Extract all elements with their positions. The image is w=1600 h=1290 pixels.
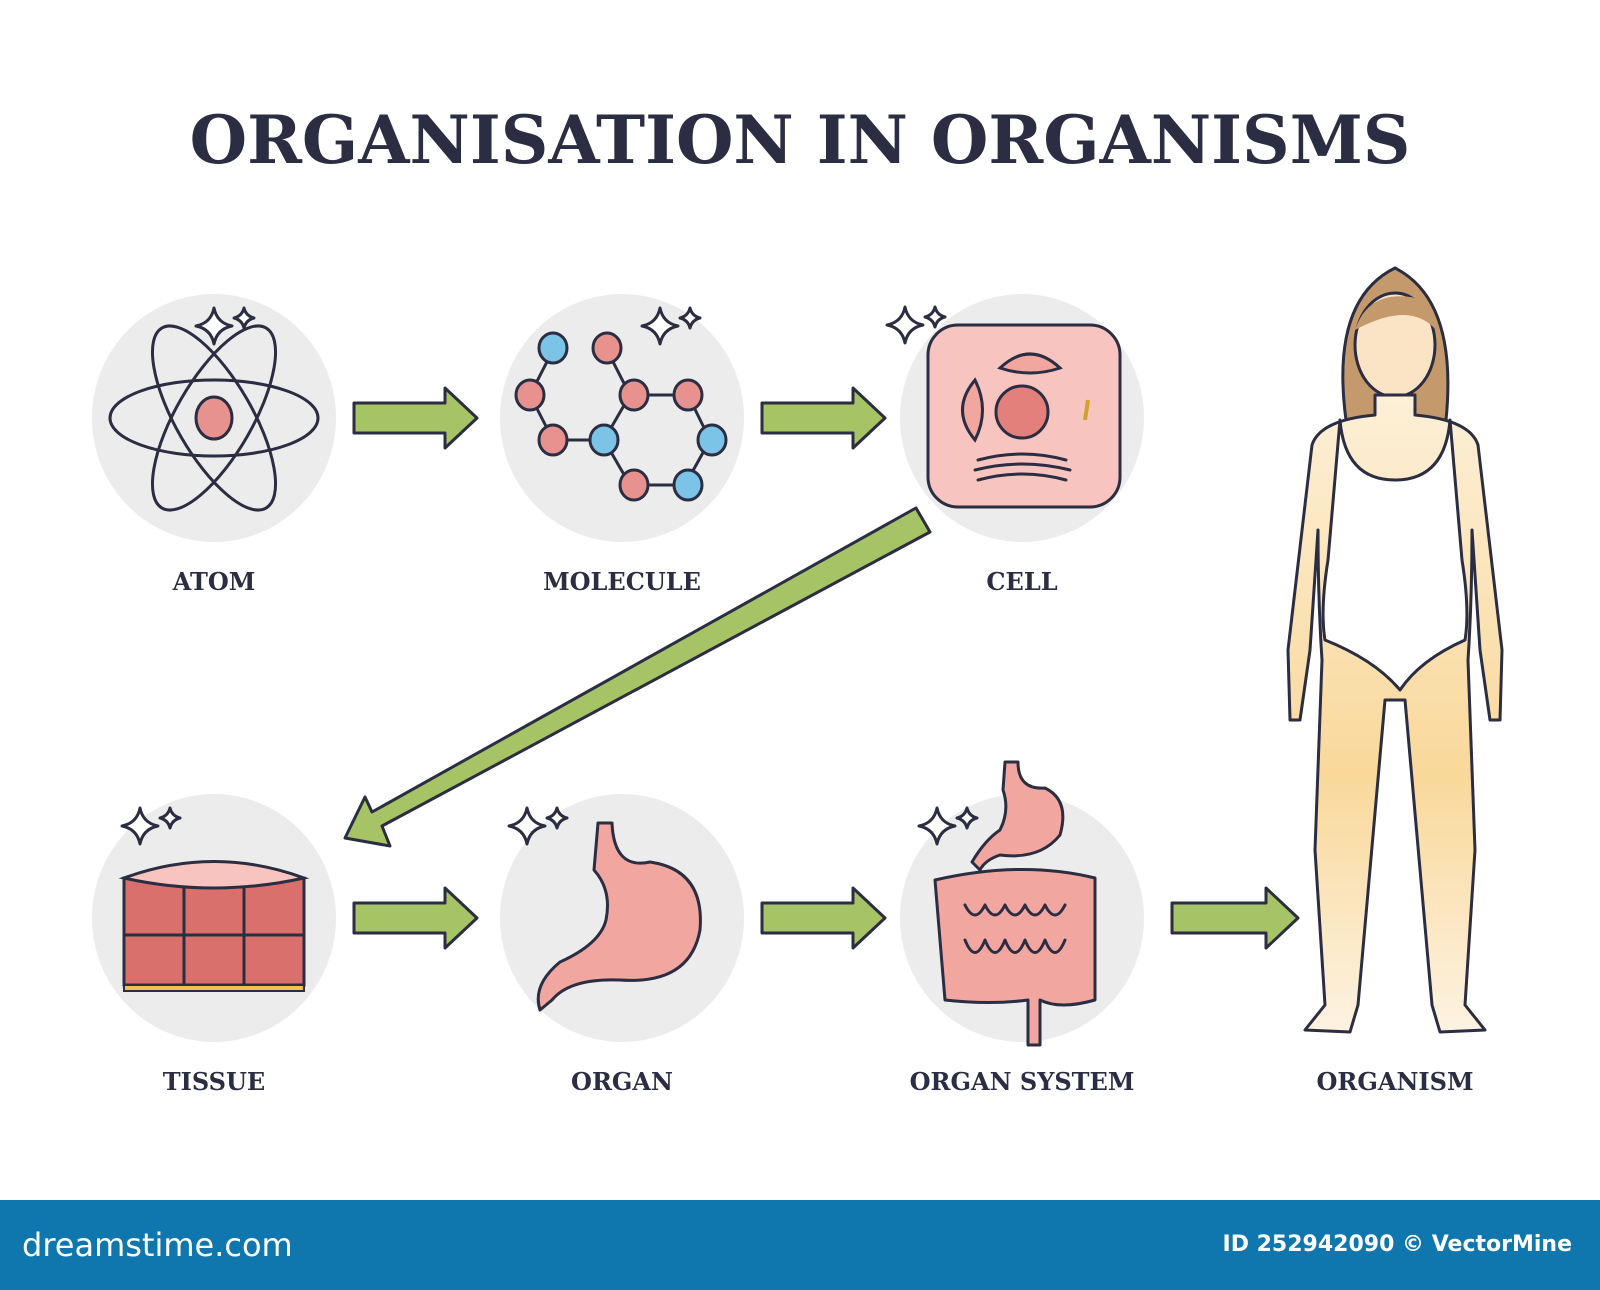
label-organism: ORGANISM — [1316, 1067, 1473, 1096]
organ-stomach-illustration — [500, 794, 744, 1042]
molecule-illustration — [500, 294, 744, 542]
label-cell: CELL — [986, 567, 1057, 596]
arrow-organ-system-to-organism — [1170, 886, 1300, 950]
organism-human-illustration — [1286, 266, 1504, 1034]
brand-logo[interactable]: dreamstime.com — [22, 1226, 293, 1264]
label-organ-system: ORGAN SYSTEM — [910, 1067, 1135, 1096]
tissue-illustration — [92, 794, 336, 1042]
arrow-atom-to-molecule — [352, 386, 479, 450]
footer-bar: dreamstime.com ID 252942090 © VectorMine — [0, 1200, 1600, 1290]
arrow-cell-to-tissue — [343, 506, 932, 848]
page-title: ORGANISATION IN ORGANISMS — [190, 101, 1411, 179]
label-atom: ATOM — [172, 567, 256, 596]
image-credit: ID 252942090 © VectorMine — [1222, 1232, 1572, 1257]
label-organ: ORGAN — [571, 1067, 673, 1096]
atom-illustration — [92, 294, 336, 542]
arrow-organ-to-organ-system — [760, 886, 887, 950]
cell-illustration — [885, 294, 1144, 542]
arrow-molecule-to-cell — [760, 386, 887, 450]
label-tissue: TISSUE — [163, 1067, 265, 1096]
arrow-tissue-to-organ — [352, 886, 479, 950]
organ-system-digestive-illustration — [900, 760, 1144, 1047]
label-molecule: MOLECULE — [543, 567, 701, 596]
